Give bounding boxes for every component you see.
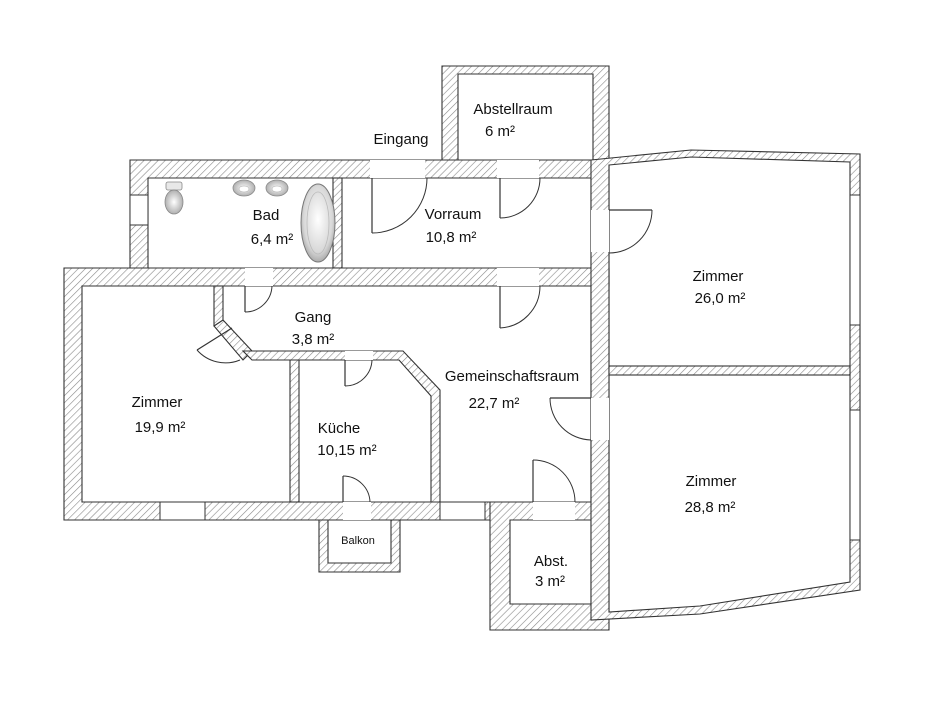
label-abstellraum: Abstellraum	[473, 101, 552, 118]
bathtub-icon	[300, 183, 336, 263]
label-vorraum: Vorraum	[425, 206, 482, 223]
bath-fixtures	[164, 179, 336, 263]
label-vorraum-area: 10,8 m²	[426, 229, 477, 246]
label-eingang: Eingang	[373, 131, 428, 148]
label-gemeinschaftsraum-area: 22,7 m²	[469, 395, 520, 412]
label-abst: Abst.	[534, 553, 568, 570]
label-zimmer-se: Zimmer	[686, 473, 737, 490]
label-gang-area: 3,8 m²	[292, 331, 335, 348]
label-gemeinschaftsraum: Gemeinschaftsraum	[445, 368, 579, 385]
label-abst-area: 3 m²	[535, 573, 565, 590]
sink-icon	[265, 179, 289, 197]
toilet-icon	[164, 181, 184, 215]
label-kueche: Küche	[318, 420, 361, 437]
label-gang: Gang	[295, 309, 332, 326]
label-zimmer-ne-area: 26,0 m²	[695, 290, 746, 307]
sink-icon	[232, 179, 256, 197]
label-bad: Bad	[253, 207, 280, 224]
label-zimmer-w-area: 19,9 m²	[135, 419, 186, 436]
label-zimmer-se-area: 28,8 m²	[685, 499, 736, 516]
label-bad-area: 6,4 m²	[251, 231, 294, 248]
label-balkon: Balkon	[341, 535, 375, 547]
walls	[63, 65, 861, 631]
label-abstellraum-area: 6 m²	[485, 123, 515, 140]
windows	[129, 194, 861, 541]
door-swings	[196, 177, 653, 503]
label-zimmer-w: Zimmer	[132, 394, 183, 411]
door-openings	[245, 160, 609, 520]
label-kueche-area: 10,15 m²	[317, 442, 376, 459]
room-labels: Eingang Abstellraum 6 m² Bad 6,4 m² Vorr…	[132, 101, 746, 590]
label-zimmer-ne: Zimmer	[693, 268, 744, 285]
